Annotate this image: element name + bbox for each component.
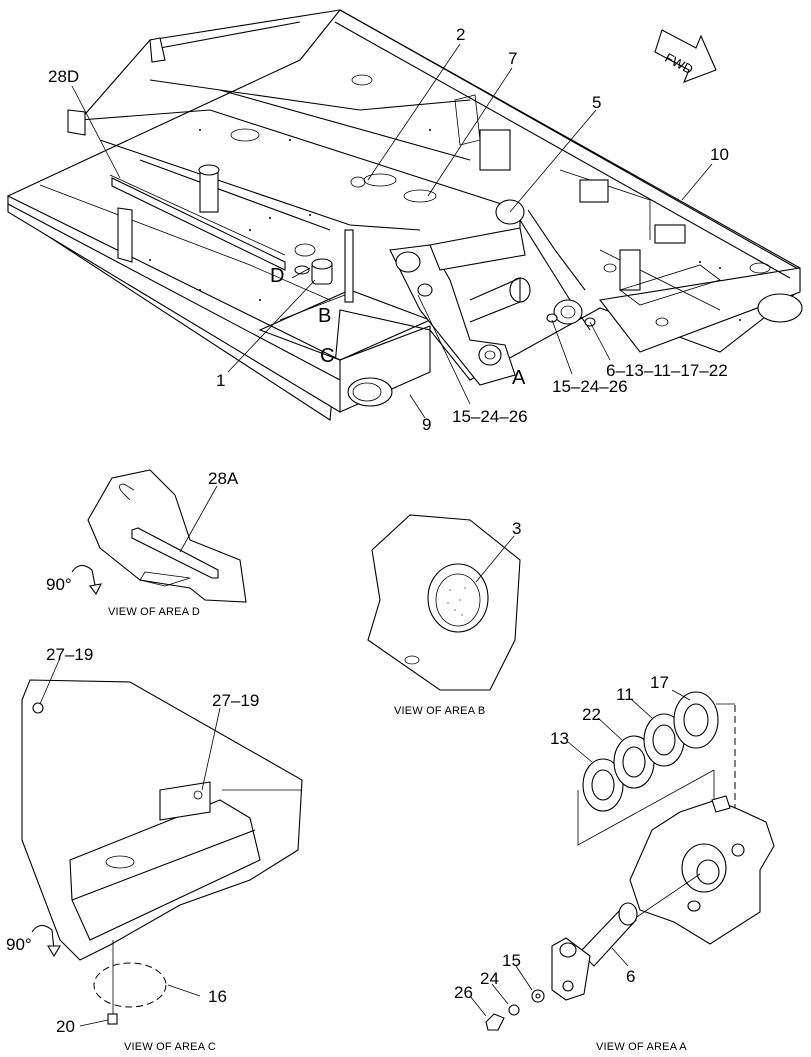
callout-3: 3 xyxy=(512,519,521,538)
main-frame-assembly xyxy=(7,9,803,421)
view-area-c: 27–19 27–19 16 20 90° VIEW OF AREA C xyxy=(6,645,303,1053)
callout-6-13-11-17-22: 6–13–11–17–22 xyxy=(606,361,728,380)
callout-B: B xyxy=(318,305,331,327)
caption-area-d: VIEW OF AREA D xyxy=(108,606,200,618)
callout-24: 24 xyxy=(480,969,499,988)
callout-26: 26 xyxy=(454,983,473,1002)
callout-2: 2 xyxy=(456,25,465,44)
callout-15-24-26-right: 15–24–26 xyxy=(552,377,628,396)
rotation-label-d: 90° xyxy=(46,575,72,594)
callout-15-24-26-left: 15–24–26 xyxy=(452,407,528,426)
callout-22: 22 xyxy=(582,705,601,724)
callout-15: 15 xyxy=(502,951,521,970)
callout-7: 7 xyxy=(508,49,517,68)
caption-area-b: VIEW OF AREA B xyxy=(394,705,485,717)
forward-arrow-icon: FWD xyxy=(654,29,717,83)
callout-11: 11 xyxy=(616,685,634,704)
view-area-d: 28A 90° VIEW OF AREA D xyxy=(46,469,247,618)
callout-9: 9 xyxy=(422,415,431,434)
rotate-90-icon-c: 90° xyxy=(6,924,61,958)
callout-A: A xyxy=(512,367,526,389)
view-area-b: 3 VIEW OF AREA B xyxy=(367,514,521,717)
callout-6: 6 xyxy=(626,967,635,986)
callout-28A: 28A xyxy=(208,469,239,488)
callout-16: 16 xyxy=(208,987,227,1006)
callout-27-19-bracket: 27–19 xyxy=(212,691,259,710)
callout-C: C xyxy=(320,345,334,367)
rotate-90-icon-d: 90° xyxy=(46,564,102,596)
callout-17: 17 xyxy=(650,673,669,692)
caption-area-c: VIEW OF AREA C xyxy=(124,1041,216,1053)
main-leaders xyxy=(71,43,713,419)
callout-10: 10 xyxy=(710,145,729,164)
callout-20: 20 xyxy=(56,1017,75,1036)
callout-13: 13 xyxy=(550,729,569,748)
view-area-a: 17 11 22 13 6 15 24 26 VIEW OF AREA A xyxy=(454,673,775,1053)
caption-area-a: VIEW OF AREA A xyxy=(596,1041,687,1053)
callout-D: D xyxy=(270,265,284,287)
rotation-label-c: 90° xyxy=(6,935,32,954)
callout-27-19-top: 27–19 xyxy=(46,645,93,664)
callout-1: 1 xyxy=(216,371,225,390)
callout-5: 5 xyxy=(592,93,601,112)
callout-28D: 28D xyxy=(48,67,79,86)
